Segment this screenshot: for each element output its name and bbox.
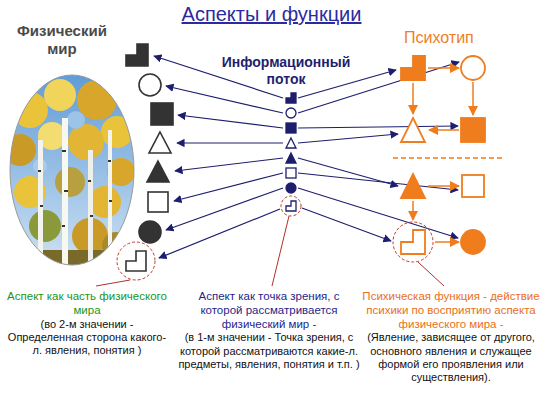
trunk-mark bbox=[90, 215, 93, 217]
birch-trunk bbox=[88, 150, 93, 270]
function-arrows bbox=[413, 68, 473, 242]
region-label: Психотип bbox=[404, 28, 474, 47]
photo-oval-border bbox=[10, 75, 134, 265]
flow-arrow bbox=[166, 86, 283, 113]
flow-symbol bbox=[286, 183, 296, 193]
flow-arrow bbox=[298, 126, 458, 128]
flow-arrows-right bbox=[298, 62, 459, 241]
flow-arrow bbox=[178, 115, 283, 128]
foliage bbox=[4, 134, 36, 166]
region-label: Информационный поток bbox=[214, 54, 358, 88]
flow-symbol bbox=[286, 153, 296, 163]
foliage bbox=[12, 92, 48, 128]
aspect-symbol bbox=[149, 132, 171, 153]
function-symbol bbox=[401, 174, 425, 198]
explanation-column: Аспект как часть физического мира(во 2-м… bbox=[4, 290, 170, 357]
explanation-body: (в 1-м значении - Точка зрения, с которо… bbox=[178, 331, 360, 371]
block-separator bbox=[393, 157, 503, 159]
flow-arrow bbox=[174, 173, 283, 201]
flow-arrow bbox=[166, 188, 283, 230]
foliage bbox=[29, 210, 61, 242]
function-symbol bbox=[401, 118, 425, 142]
flow-arrow bbox=[175, 158, 283, 171]
flow-arrow bbox=[298, 70, 396, 98]
explanation-body: (Явление, зависящее от другого, основног… bbox=[362, 331, 540, 384]
trunk-mark bbox=[88, 180, 91, 182]
flow-symbol bbox=[286, 93, 296, 103]
aspect-symbol bbox=[126, 251, 146, 271]
aspect-symbol bbox=[148, 192, 168, 212]
aspect-symbol bbox=[139, 74, 161, 96]
trunk-mark bbox=[38, 170, 41, 172]
function-arrow bbox=[412, 201, 414, 220]
foliage bbox=[77, 80, 117, 120]
flow-arrow bbox=[298, 173, 458, 190]
foliage bbox=[44, 79, 76, 111]
birch-trunk bbox=[108, 130, 112, 270]
trunk-mark bbox=[109, 200, 112, 202]
leader-line bbox=[272, 216, 289, 286]
trunk-mark bbox=[62, 150, 66, 152]
region-label: Физический мир bbox=[10, 22, 114, 58]
flow-arrows-left bbox=[154, 56, 283, 258]
function-symbol bbox=[401, 56, 425, 80]
function-arrow bbox=[429, 129, 459, 131]
explanation-heading: Аспект как часть физического мира bbox=[4, 290, 170, 318]
trunk-mark bbox=[108, 160, 111, 162]
highlight-circle bbox=[281, 196, 301, 216]
flow-symbol bbox=[286, 108, 296, 118]
leader-lines bbox=[96, 216, 444, 286]
leader-line bbox=[418, 262, 444, 286]
flow-arrow bbox=[159, 209, 280, 258]
function-arrow bbox=[412, 83, 414, 114]
function-symbol bbox=[461, 118, 485, 142]
trunk-mark bbox=[64, 190, 68, 192]
sky bbox=[8, 72, 138, 268]
explanation-body: (во 2-м значении - Определенная сторона … bbox=[4, 318, 170, 358]
flow-arrow bbox=[177, 142, 283, 143]
aspect-symbol bbox=[147, 161, 169, 182]
function-arrow bbox=[428, 185, 459, 187]
leader-line bbox=[96, 280, 130, 286]
highlight-circle bbox=[393, 222, 433, 262]
aspect-symbol bbox=[151, 103, 173, 125]
function-symbol bbox=[461, 56, 485, 80]
explanation-column: Психическая функция - действие психики п… bbox=[362, 290, 540, 384]
diagram-title: Аспекты и функции bbox=[182, 2, 362, 26]
trunk-mark bbox=[62, 225, 65, 227]
birch-trunk bbox=[62, 118, 68, 270]
flow-arrow bbox=[302, 208, 391, 241]
function-symbol bbox=[401, 230, 425, 254]
flow-arrow bbox=[298, 134, 398, 143]
flow-symbols bbox=[286, 93, 296, 211]
explanation-heading: Психическая функция - действие психики п… bbox=[362, 290, 540, 331]
flow-symbol bbox=[286, 138, 296, 148]
flow-symbol bbox=[286, 168, 296, 178]
foliage bbox=[89, 186, 121, 218]
function-symbol bbox=[462, 175, 484, 197]
foliage bbox=[55, 167, 85, 197]
function-symbol bbox=[461, 230, 485, 254]
psychotype-functions bbox=[401, 56, 485, 254]
flow-symbol bbox=[286, 123, 296, 133]
foliage bbox=[68, 124, 104, 160]
function-arrow bbox=[472, 82, 474, 115]
aspect-symbol bbox=[139, 221, 161, 243]
flow-symbol bbox=[286, 201, 296, 211]
explanation-heading: Аспект как точка зрения, с которой рассм… bbox=[178, 290, 360, 331]
birch-forest-photo bbox=[4, 72, 138, 270]
highlight-circle bbox=[117, 242, 155, 280]
aspect-symbol bbox=[126, 44, 148, 66]
sky-patch bbox=[67, 111, 85, 129]
function-arrow bbox=[428, 67, 459, 69]
function-arrow bbox=[435, 241, 459, 243]
aspect-symbols bbox=[126, 44, 173, 271]
explanation-column: Аспект как точка зрения, с которой рассм… bbox=[178, 290, 360, 371]
trunk-mark bbox=[40, 205, 43, 207]
flow-arrow bbox=[298, 188, 458, 238]
foliage bbox=[101, 116, 133, 148]
